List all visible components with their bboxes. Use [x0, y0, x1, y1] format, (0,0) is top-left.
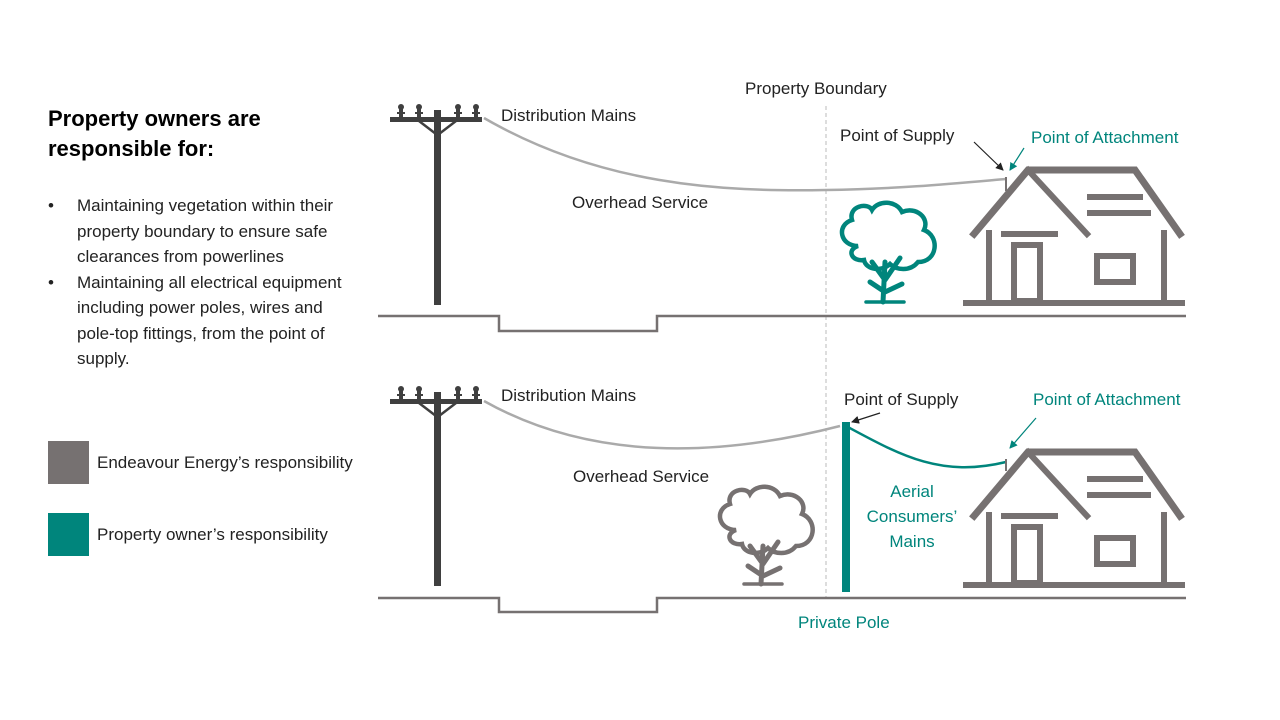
arrow-icon: [1009, 417, 1037, 449]
ground-line: [378, 596, 1186, 614]
aerial-mains-label: Consumers’: [867, 507, 958, 526]
bullet-icon: •: [48, 196, 54, 215]
house-icon: [963, 165, 1185, 306]
distribution-mains-label: Distribution Mains: [501, 386, 636, 405]
power-pole-icon: [390, 386, 482, 586]
ground-line: [378, 314, 1186, 333]
aerial-mains-label: Aerial: [890, 482, 933, 501]
panel-heading: Property owners are responsible for:: [48, 106, 261, 161]
point-of-attachment-label: Point of Attachment: [1031, 128, 1179, 147]
bottom-scenario: Distribution Mains Overhead Service Poin…: [378, 386, 1186, 632]
legend-swatch-teal: [48, 513, 89, 556]
aerial-consumers-mains-line: [845, 424, 1007, 469]
legend-item-energy: Endeavour Energy’s responsibility: [48, 441, 353, 484]
bullet-icon: •: [48, 272, 54, 292]
overhead-service-label: Overhead Service: [572, 193, 708, 212]
tree-icon: [839, 200, 937, 305]
arrow-icon: [851, 412, 881, 424]
private-pole-label: Private Pole: [798, 613, 890, 632]
list-item: • Maintaining all electrical equipment i…: [48, 270, 348, 372]
point-of-supply-label: Point of Supply: [844, 390, 959, 409]
overhead-service-label: Overhead Service: [573, 467, 709, 486]
aerial-mains-label: Mains: [889, 532, 934, 551]
arrow-icon: [973, 141, 1004, 171]
list-item-text: Maintaining vegetation within their prop…: [77, 196, 334, 266]
list-item-text: Maintaining all electrical equipment inc…: [77, 272, 342, 369]
property-boundary-label: Property Boundary: [745, 79, 887, 98]
top-scenario: Distribution Mains Overhead Service Poin…: [378, 104, 1186, 333]
power-pole-icon: [390, 104, 482, 305]
distribution-mains-label: Distribution Mains: [501, 106, 636, 125]
overhead-service-line: [483, 116, 1007, 192]
tree-icon: [717, 484, 815, 587]
point-of-attachment-label: Point of Attachment: [1033, 390, 1181, 409]
legend-item-owner: Property owner’s responsibility: [48, 513, 328, 556]
point-of-supply-label: Point of Supply: [840, 126, 955, 145]
arrow-icon: [1009, 147, 1025, 171]
list-item: • Maintaining vegetation within their pr…: [48, 193, 348, 270]
private-pole-icon: [842, 422, 850, 592]
legend-label: Endeavour Energy’s responsibility: [97, 452, 353, 472]
legend-label: Property owner’s responsibility: [97, 524, 328, 544]
overhead-service-line: [483, 399, 841, 450]
responsibility-list: • Maintaining vegetation within their pr…: [48, 193, 348, 372]
house-icon: [963, 447, 1185, 588]
legend-swatch-grey: [48, 441, 89, 484]
